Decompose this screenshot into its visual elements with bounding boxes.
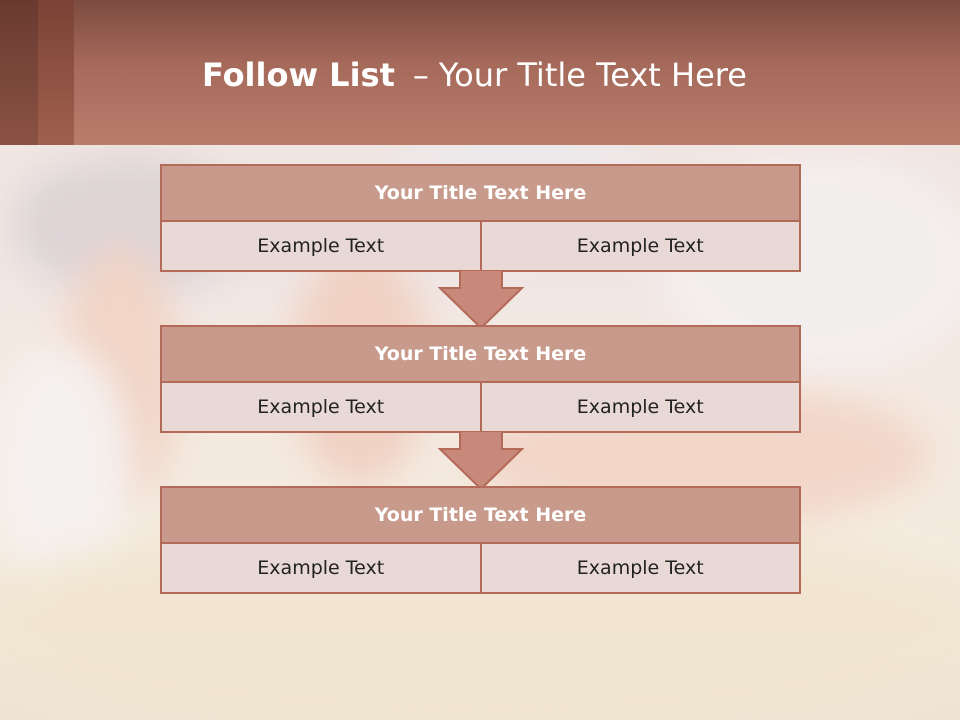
block-cell-right: Example Text [479,383,800,431]
block-row: Example Text Example Text [162,222,799,270]
block-row: Example Text Example Text [162,383,799,431]
list-block-2: Your Title Text Here Example Text Exampl… [160,325,801,433]
header-accent-dark [0,0,38,145]
list-block-3: Your Title Text Here Example Text Exampl… [160,486,801,594]
title-bold: Follow List [202,56,395,94]
block-cell-right: Example Text [479,544,800,592]
down-arrow-icon [438,431,524,491]
title-rest: Your Title Text Here [438,56,747,94]
slide-title: Follow List–Your Title Text Here [202,56,747,94]
title-dash: – [412,56,429,94]
block-row: Example Text Example Text [162,544,799,592]
title-bar: Follow List–Your Title Text Here [0,0,960,145]
block-cell-left: Example Text [257,396,385,418]
block-cell-right: Example Text [479,222,800,270]
block-title: Your Title Text Here [162,327,799,383]
block-title: Your Title Text Here [162,488,799,544]
block-cell-left: Example Text [257,557,385,579]
down-arrow-icon [438,270,524,330]
block-title: Your Title Text Here [162,166,799,222]
list-block-1: Your Title Text Here Example Text Exampl… [160,164,801,272]
block-cell-left: Example Text [257,235,385,257]
header-accent-mid [38,0,74,145]
